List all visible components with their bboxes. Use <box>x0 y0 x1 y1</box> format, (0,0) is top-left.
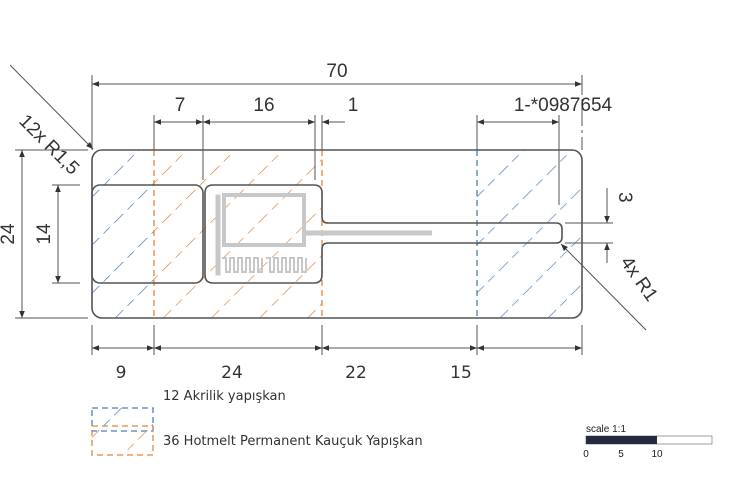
acrylic-zone-left <box>92 150 154 318</box>
dim-bottom-2: 24 <box>221 363 243 383</box>
rfid-antenna-icon <box>215 193 432 276</box>
scale-tick-5: 5 <box>618 449 624 460</box>
legend: 12 Akrilik yapışkan 36 Hotmelt Permanent… <box>91 389 423 456</box>
dim-segment-b: 16 <box>253 95 274 116</box>
hotmelt-zone <box>154 150 322 318</box>
dim-segment-a: 7 <box>175 95 186 116</box>
dim-overall-width: 70 <box>326 61 347 82</box>
dim-segment-c: 1 <box>348 95 359 116</box>
acrylic-zone-right <box>477 150 582 318</box>
dim-slot-radius: 4x R1 <box>616 253 662 306</box>
legend-swatch-hotmelt <box>91 425 154 456</box>
dim-slot-height: 3 <box>614 192 635 203</box>
part-code: 1-*0987654 <box>514 95 613 116</box>
scale-tick-10: 10 <box>651 449 663 460</box>
scale-tick-0: 0 <box>583 449 589 460</box>
dim-corner-radius: 12x R1,5 <box>14 111 83 180</box>
inner-left-area <box>91 184 204 284</box>
dim-inner-height: 14 <box>34 223 55 245</box>
legend-label-hotmelt: 36 Hotmelt Permanent Kauçuk Yapışkan <box>163 434 423 449</box>
dim-height: 24 <box>0 223 19 245</box>
dim-bottom-4: 15 <box>450 363 472 383</box>
inlay-outline <box>204 184 563 284</box>
dim-bottom-3: 22 <box>345 363 367 383</box>
scale-bar: scale 1:1 0 5 10 <box>583 424 713 460</box>
dim-bottom-1: 9 <box>116 363 127 383</box>
legend-label-acrylic: 12 Akrilik yapışkan <box>163 389 286 404</box>
scale-label: scale 1:1 <box>586 424 626 435</box>
